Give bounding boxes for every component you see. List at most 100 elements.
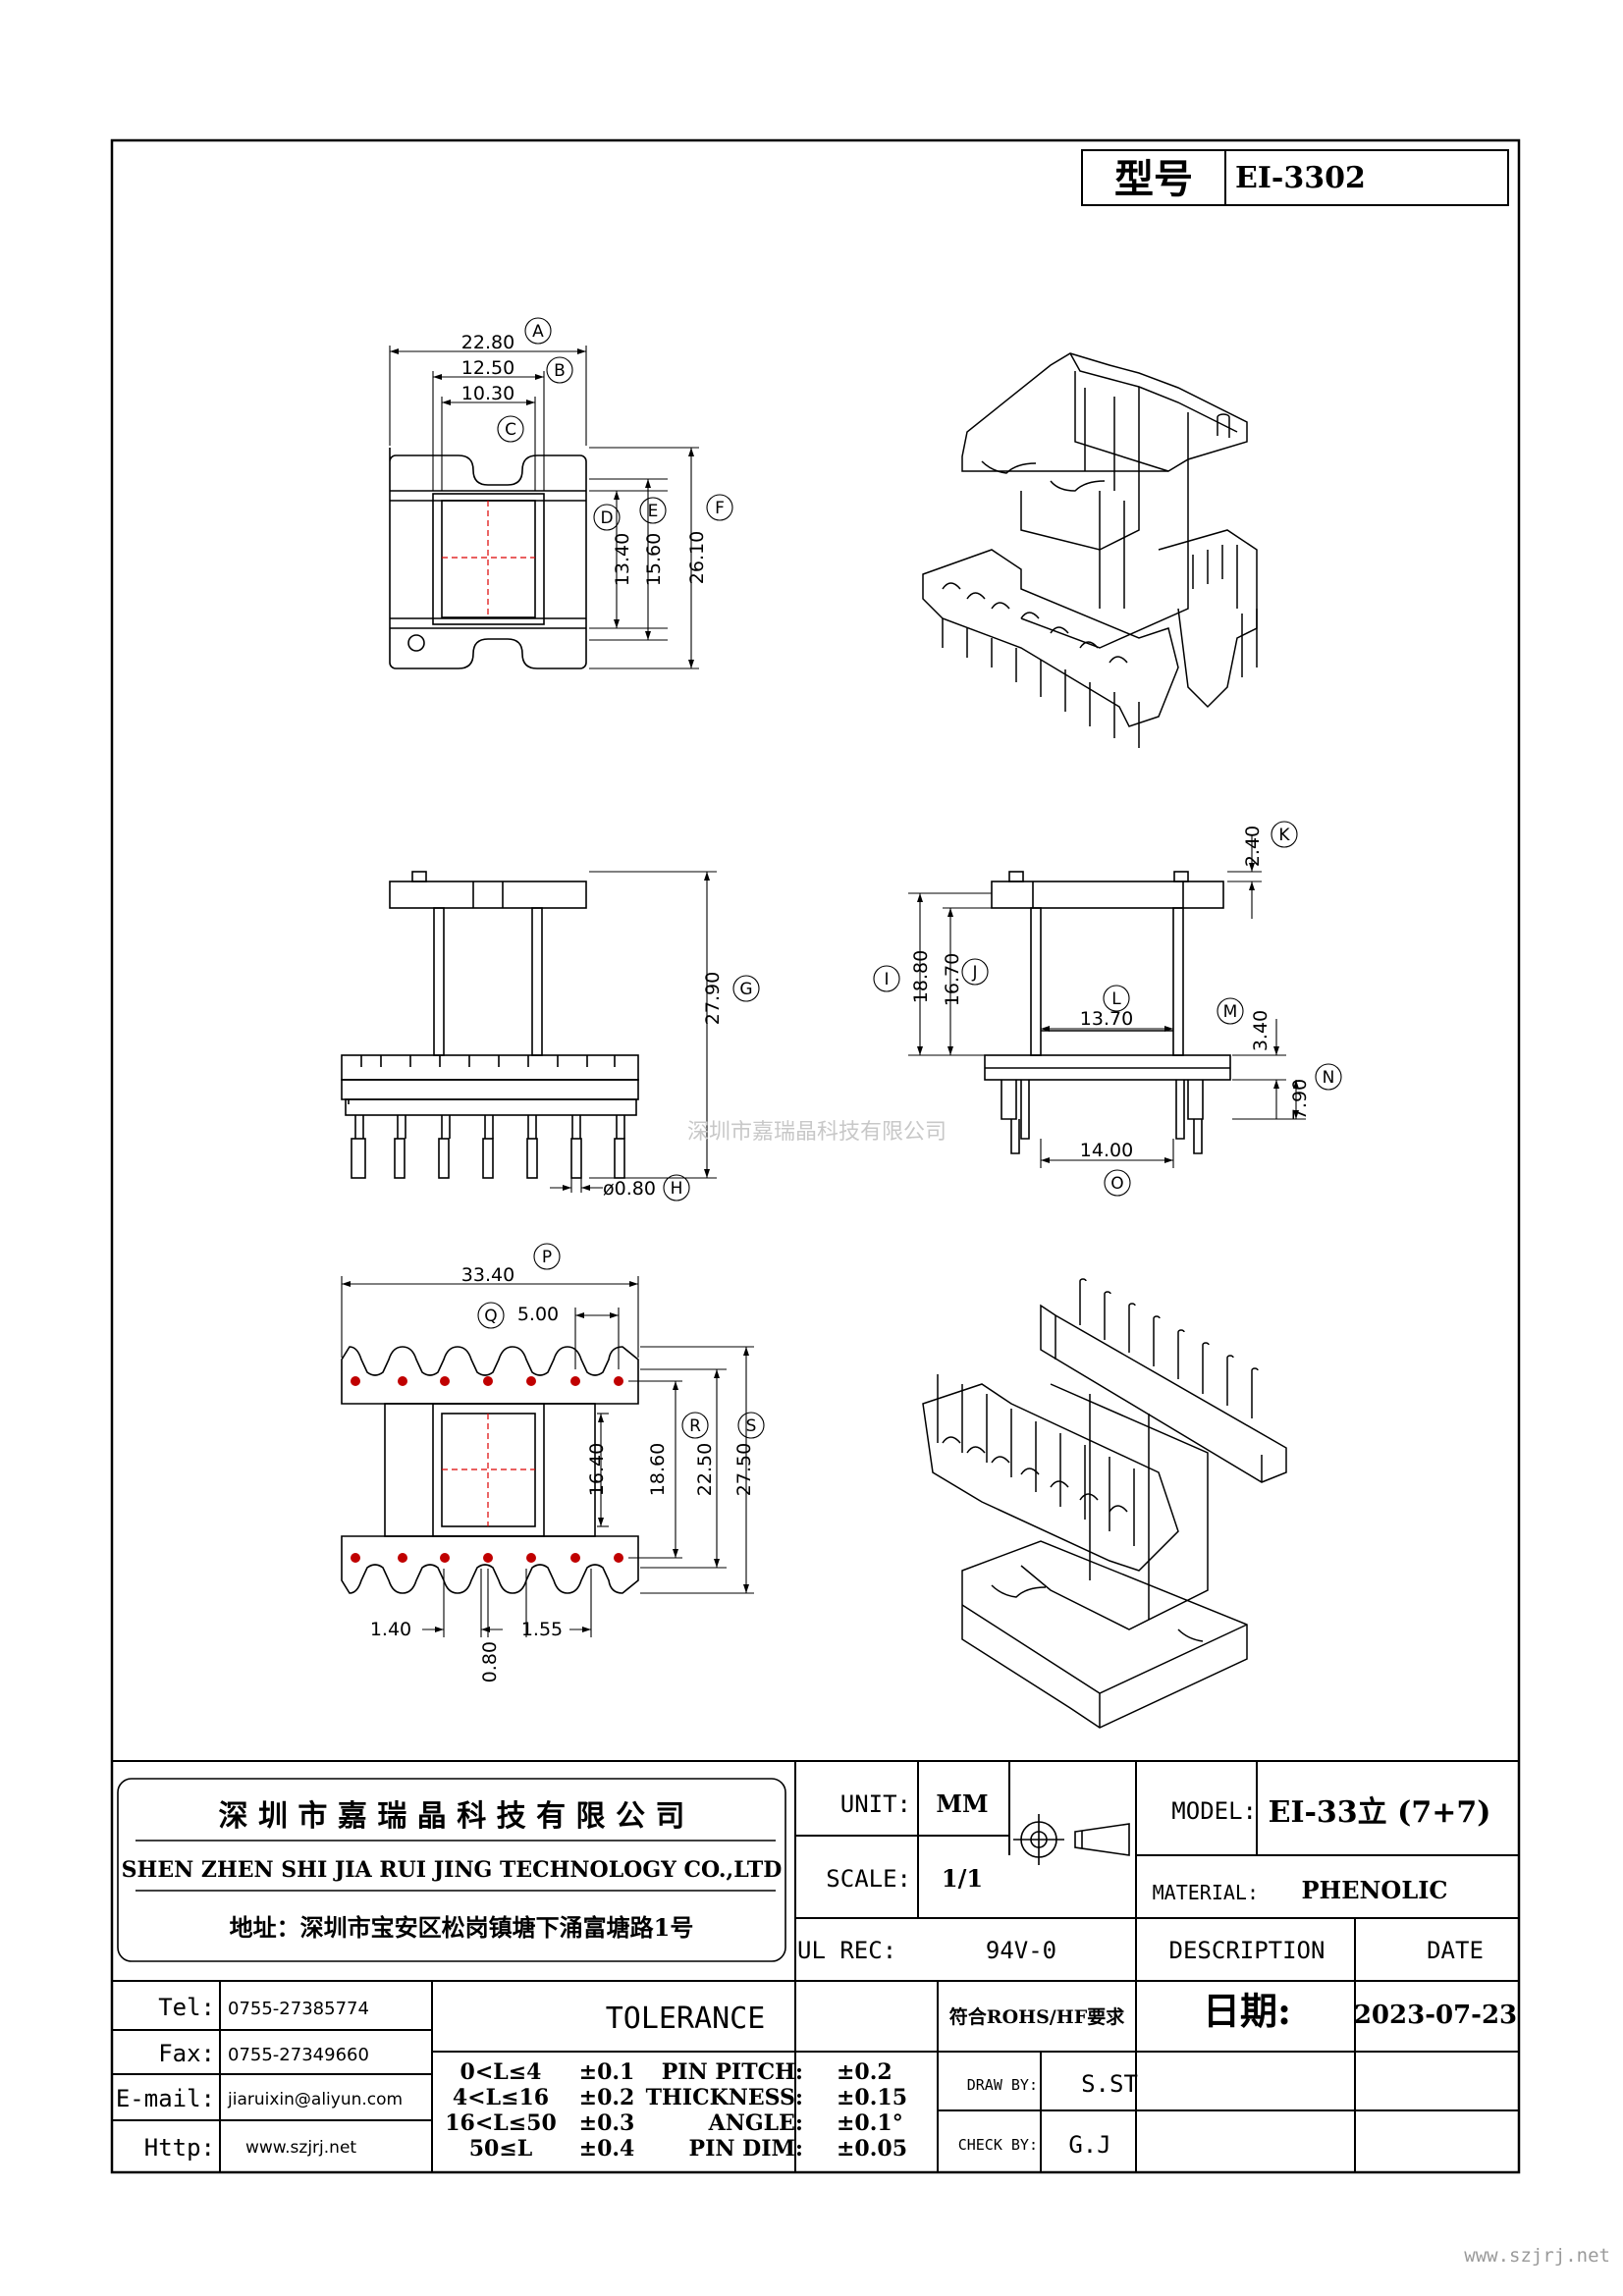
dim-A-value: 22.80 (461, 332, 514, 353)
date-value: 2023-07-23 (1354, 2001, 1517, 2030)
tolerance-value: ±0.4 (579, 2136, 635, 2162)
dim-D-value: 13.40 (612, 533, 633, 586)
dim-C-value: 10.30 (461, 383, 514, 404)
svg-text:F: F (715, 499, 725, 518)
svg-text:K: K (1278, 826, 1290, 845)
svg-text:B: B (554, 361, 566, 381)
dim-P-value: 33.40 (461, 1264, 514, 1286)
spec-tolerance: ±0.15 (837, 2085, 907, 2110)
description-label: DESCRIPTION (1169, 1937, 1325, 1964)
company-name-en: SHEN ZHEN SHI JIA RUI JING TECHNOLOGY CO… (122, 1857, 783, 1883)
dim-M-value: 3.40 (1250, 1010, 1271, 1051)
draw-by-value: S.ST (1081, 2070, 1138, 2098)
email-value: jiaruixin@aliyun.com (227, 2090, 403, 2109)
model-label: MODEL: (1171, 1797, 1257, 1825)
tolerance-value: ±0.2 (579, 2085, 635, 2110)
callout-G: G (732, 975, 760, 1002)
tolerance-value: ±0.3 (579, 2110, 635, 2136)
dim-N-value: 7.90 (1289, 1079, 1311, 1120)
dim-O-value: 14.00 (1080, 1140, 1133, 1161)
dim-inner-height-value: 16.40 (586, 1443, 608, 1496)
center-watermark: 深圳市嘉瑞晶科技有限公司 (687, 1120, 947, 1145)
svg-text:O: O (1110, 1174, 1123, 1194)
fax-label: Fax: (158, 2040, 215, 2067)
unit-label: UNIT: (840, 1790, 911, 1818)
ul-label: UL REC: (797, 1937, 896, 1964)
spec-table: PIN PITCH: ±0.2 THICKNESS: ±0.15 ANGLE: … (646, 2059, 907, 2162)
svg-text:N: N (1323, 1068, 1335, 1088)
http-label: Http: (144, 2134, 215, 2162)
scale-label: SCALE: (826, 1865, 911, 1893)
tolerance-table: 0<L≤4 ±0.1 4<L≤16 ±0.2 16<L≤50 ±0.3 50≤L… (445, 2059, 634, 2162)
corner-watermark: www.szjrj.net (1464, 2245, 1610, 2267)
spec-tolerance: ±0.1° (837, 2110, 903, 2136)
tolerance-value: ±0.1 (579, 2059, 635, 2085)
svg-text:R: R (689, 1416, 701, 1436)
rohs-statement: 符合ROHS/HF要求 (949, 2005, 1125, 2028)
callout-I: I (873, 965, 900, 992)
bottom-view (341, 1346, 639, 1594)
spec-tolerance: ±0.2 (837, 2059, 893, 2085)
spec-name: PIN PITCH: (662, 2059, 803, 2085)
iso-view-bottom (922, 1278, 1287, 1729)
callout-J: J (961, 958, 989, 986)
svg-text:J: J (971, 963, 977, 983)
bottom-view-top-comb (341, 1346, 639, 1405)
callout-N: N (1315, 1063, 1342, 1091)
svg-text:M: M (1223, 1002, 1238, 1022)
callout-M: M (1217, 997, 1244, 1025)
projection-symbol-icon (1013, 1814, 1130, 1865)
callout-R: R (681, 1412, 709, 1439)
dim-K-value: 2.40 (1242, 826, 1264, 867)
svg-text:P: P (542, 1248, 552, 1267)
callout-F: F (706, 494, 733, 521)
model-box-label: 型号 (1114, 156, 1193, 202)
tolerance-title: TOLERANCE (606, 2002, 766, 2036)
check-by-value: G.J (1068, 2131, 1110, 2159)
dim-L-value: 13.70 (1080, 1008, 1133, 1030)
email-label: E-mail: (116, 2085, 215, 2112)
callout-D: D (593, 504, 621, 531)
svg-text:D: D (600, 508, 613, 528)
bottom-view-bottom-comb (341, 1535, 639, 1594)
dim-right-gap-value: 1.55 (521, 1619, 563, 1640)
front-view (341, 871, 639, 1179)
dim-J-value: 16.70 (942, 953, 963, 1006)
dim-Q-value: 5.00 (517, 1304, 559, 1325)
dim-R-value: 18.60 (647, 1443, 669, 1496)
callout-L: L (1103, 985, 1130, 1012)
svg-text:L: L (1111, 989, 1121, 1009)
callout-K: K (1271, 821, 1298, 848)
svg-text:I: I (884, 970, 889, 989)
dim-E-value: 15.60 (643, 533, 665, 586)
svg-text:G: G (739, 980, 752, 999)
dim-F-value: 26.10 (686, 531, 708, 584)
check-by-label: CHECK BY: (958, 2136, 1038, 2154)
iso-view-top (922, 352, 1258, 748)
draw-by-label: DRAW BY: (967, 2076, 1038, 2094)
top-view-outline (389, 448, 587, 669)
side-view (984, 871, 1231, 1154)
spec-tolerance: ±0.05 (837, 2136, 907, 2162)
spec-name: THICKNESS: (646, 2085, 803, 2110)
top-view-dimensions (389, 346, 699, 669)
fax-value: 0755-27349660 (228, 2045, 369, 2065)
model-value: EI-33立 (7+7) (1269, 1795, 1491, 1830)
callout-B: B (546, 356, 573, 384)
tolerance-range: 4<L≤16 (453, 2085, 549, 2110)
top-view-dim-labels: 22.80 12.50 10.30 13.40 15.60 26.10 (461, 332, 708, 586)
callout-O: O (1104, 1169, 1131, 1197)
spec-name: PIN DIM: (689, 2136, 803, 2162)
scale-value: 1/1 (942, 1864, 983, 1893)
tolerance-range: 0<L≤4 (460, 2059, 542, 2085)
http-value: www.szjrj.net (245, 2138, 356, 2158)
model-box: 型号 EI-3302 (1081, 149, 1509, 206)
svg-text:C: C (505, 420, 516, 440)
company-name-cn: 深 圳 市 嘉 瑞 晶 科 技 有 限 公 司 (219, 1799, 685, 1834)
spec-name: ANGLE: (708, 2110, 803, 2136)
sheet-border (110, 138, 1521, 2174)
date-label: DATE (1427, 1937, 1484, 1964)
svg-text:H: H (671, 1179, 683, 1199)
callout-C: C (497, 415, 524, 443)
